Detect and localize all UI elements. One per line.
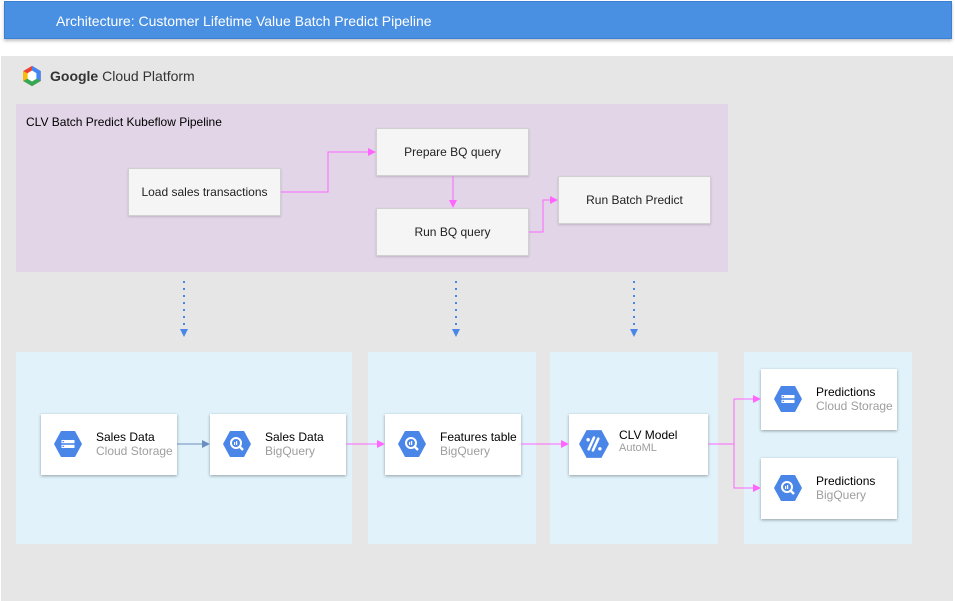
cloud-storage-icon [774, 386, 802, 412]
platform-name-rest: Cloud Platform [98, 68, 195, 84]
node-service: BigQuery [440, 444, 491, 458]
node-service: Cloud Storage [816, 399, 893, 413]
bigquery-icon [223, 431, 251, 457]
node-sales-data-bigquery[interactable]: Sales Data BigQuery [210, 414, 346, 475]
node-name: Predictions [816, 474, 876, 488]
gcp-header: Google Cloud Platform [21, 64, 195, 88]
bigquery-icon [774, 475, 802, 501]
node-name: Features table [440, 430, 517, 444]
node-name: CLV Model [619, 428, 678, 442]
edge-model-to-pred-bigquery [733, 444, 761, 492]
edge-run-query-to-batch-predict [529, 196, 558, 233]
node-predictions-cloud-storage[interactable]: Predictions Cloud Storage [761, 369, 897, 430]
platform-name-bold: Google [50, 68, 99, 84]
node-service: AutoML [619, 442, 657, 454]
diagram-title: Architecture: Customer Lifetime Value Ba… [4, 1, 952, 39]
platform-name: Google Cloud Platform [50, 68, 195, 84]
edge-model-to-pred-storage [708, 395, 761, 445]
edge-load-to-prepare [281, 148, 376, 193]
node-name: Sales Data [265, 430, 324, 444]
step-run-batch-predict[interactable]: Run Batch Predict [558, 176, 711, 224]
step-prepare-bq-query[interactable]: Prepare BQ query [376, 128, 529, 176]
node-sales-data-cloud-storage[interactable]: Sales Data Cloud Storage [41, 414, 177, 475]
node-service: Cloud Storage [96, 444, 173, 458]
bigquery-icon [398, 431, 426, 457]
node-clv-model-automl[interactable]: CLV Model AutoML [569, 414, 708, 475]
automl-icon [579, 430, 609, 458]
step-load-sales-transactions[interactable]: Load sales transactions [128, 168, 281, 216]
node-name: Sales Data [96, 430, 155, 444]
pipeline-title: CLV Batch Predict Kubeflow Pipeline [26, 115, 222, 129]
node-features-table-bigquery[interactable]: Features table BigQuery [385, 414, 521, 475]
step-run-bq-query[interactable]: Run BQ query [376, 208, 529, 256]
gcp-logo-icon [23, 65, 41, 87]
cloud-storage-icon [54, 431, 82, 457]
node-service: BigQuery [816, 488, 867, 502]
node-name: Predictions [816, 385, 876, 399]
node-predictions-bigquery[interactable]: Predictions BigQuery [761, 458, 897, 519]
node-service: BigQuery [265, 444, 316, 458]
